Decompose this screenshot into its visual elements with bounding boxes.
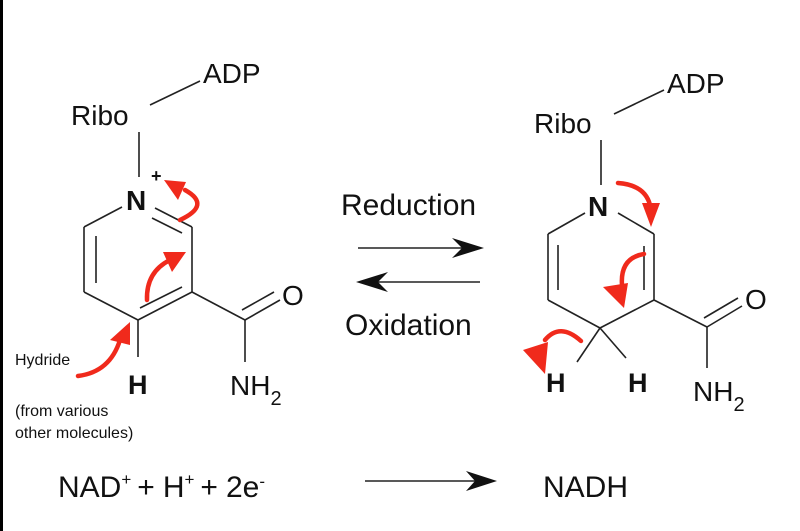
summary-equation: NAD++H++2e- NADH: [58, 470, 628, 504]
equilibrium-arrows: Reduction Oxidation: [341, 189, 484, 342]
ribo-adp-bond: [613, 89, 665, 115]
ring-electron-arrow-icon: [603, 251, 647, 308]
oxidation-arrowhead-icon: [356, 272, 388, 292]
ribo-label: Ribo: [534, 108, 592, 139]
pyridinium-ring: [83, 206, 193, 321]
hydride-attack-arrow-icon: [75, 322, 130, 379]
nitrogen-label: N: [588, 191, 608, 222]
adp-label: ADP: [203, 58, 261, 89]
nad-plus-molecule: ADP Ribo N + O NH2 H Hydride (from vario…: [15, 58, 304, 442]
ribo-label: Ribo: [71, 100, 129, 131]
equation-reactants: NAD++H++2e-: [58, 470, 265, 504]
amide-nh-label: NH2: [230, 370, 282, 410]
adp-label: ADP: [667, 68, 725, 99]
hydride-leaving-arrow-icon: [523, 329, 584, 374]
hydride-label: Hydride: [15, 352, 70, 369]
c4-h-bond-right: [599, 327, 627, 359]
c4-h-bond-left: [576, 327, 601, 363]
hydride-h-label: H: [128, 370, 148, 400]
ribo-adp-bond: [149, 80, 201, 106]
reduction-label: Reduction: [341, 189, 476, 222]
left-border: [0, 0, 3, 531]
oxygen-label: O: [282, 280, 304, 311]
equation-product: NADH: [543, 471, 628, 504]
n-electron-arrow-icon: [164, 180, 200, 223]
hydride-source-line1: (from various: [15, 403, 108, 420]
dihydropyridine-ring: [547, 212, 655, 329]
nitrogen-label: N: [126, 185, 146, 216]
reduction-arrowhead-icon: [452, 238, 484, 258]
ring-electron-arrow-icon: [144, 252, 186, 303]
nadh-molecule: ADP Ribo N H H O NH2: [523, 68, 767, 416]
positive-charge: +: [151, 166, 162, 186]
hydrogen-right-label: H: [628, 368, 648, 398]
hydrogen-left-label: H: [546, 368, 566, 398]
equation-arrowhead-icon: [466, 471, 497, 491]
carbonyl-bond: [244, 299, 281, 321]
carboxamide-bond: [191, 291, 246, 321]
oxidation-label: Oxidation: [345, 309, 472, 342]
oxygen-label: O: [745, 284, 767, 315]
n-electron-arrow-icon: [615, 180, 660, 227]
carbonyl-bond: [706, 305, 743, 328]
carboxamide-bond: [653, 299, 708, 328]
hydride-source-line2: other molecules): [15, 425, 133, 442]
amide-nh-label: NH2: [693, 376, 745, 416]
